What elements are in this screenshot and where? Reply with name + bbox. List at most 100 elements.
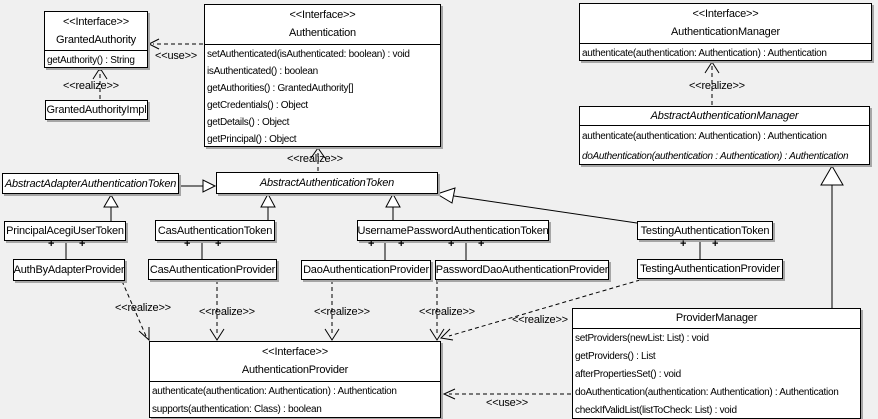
method-label: doAuthentication(authentication : Authen… [582, 151, 849, 162]
realize-label: <<realize>> [419, 306, 475, 318]
association-plus-label: + [712, 238, 719, 250]
realize-arrow-icon [324, 328, 340, 341]
method-label: getPrincipal() : Object [207, 134, 297, 145]
class-name: PasswordDaoAuthenticationProvider [435, 264, 609, 276]
class-name: ProviderManager [675, 312, 758, 324]
class-name: AuthenticationProvider [241, 364, 349, 376]
realize-label: <<realize>> [512, 314, 568, 326]
class-box-abstract-authentication-manager: AbstractAuthenticationManager authentica… [579, 106, 870, 165]
class-box-password-dao-authentication-provider: PasswordDaoAuthenticationProvider [435, 260, 609, 280]
stereotype-label: <<Interface>> [692, 8, 759, 20]
association-plus-label: + [680, 238, 687, 250]
class-box-testing-authentication-provider: TestingAuthenticationProvider [637, 259, 783, 279]
stereotype-label: <<Interface>> [289, 9, 356, 21]
class-box-testing-authentication-token: TestingAuthenticationToken [637, 221, 773, 240]
association-edges [65, 240, 701, 260]
realize-arrow-icon [704, 61, 720, 74]
class-box-abstract-adapter-authentication-token: AbstractAdapterAuthenticationToken [2, 173, 179, 194]
generalization-arrow-icon [820, 165, 844, 186]
realize-arrow-icon [310, 147, 326, 159]
class-box-authentication-provider: <<Interface>> AuthenticationProvider aut… [149, 341, 441, 418]
method-label: setProviders(newList: List) : void [575, 333, 709, 344]
method-label: isAuthenticated() : boolean [207, 66, 318, 77]
class-name: DaoAuthenticationProvider [303, 264, 429, 276]
method-label: supports(authentication: Class) : boolea… [152, 404, 322, 415]
use-arrow-icon [442, 388, 456, 400]
realize-arrow-icon [439, 328, 454, 341]
method-label: afterPropertiesSet() : void [575, 369, 681, 380]
class-name: PrincipalAcegiUserToken [6, 225, 124, 237]
realize-label: <<realize>> [314, 306, 370, 318]
class-name: UsernamePasswordAuthenticationToken [357, 224, 549, 237]
class-box-abstract-authentication-token: AbstractAuthenticationToken [216, 172, 438, 194]
class-box-granted-authority: <<Interface>> GrantedAuthority getAuthor… [44, 11, 148, 68]
association-plus-label: + [184, 238, 191, 250]
stereotype-label: <<Interface>> [63, 16, 129, 28]
method-label: getAuthorities() : GrantedAuthority[] [207, 83, 354, 94]
generalization-arrow-icon [385, 192, 401, 208]
class-box-granted-authority-impl: GrantedAuthorityImpl [45, 100, 148, 120]
class-box-principal-acegi-user-token: PrincipalAcegiUserToken [4, 221, 126, 241]
class-box-authentication-manager: <<Interface>> AuthenticationManager auth… [579, 3, 872, 61]
association-plus-label: + [398, 238, 405, 250]
class-box-cas-authentication-provider: CasAuthenticationProvider [148, 259, 277, 280]
association-plus-label: + [48, 238, 55, 250]
class-name: AuthenticationManager [671, 26, 780, 38]
stereotype-label: <<Interface>> [262, 346, 328, 358]
association-plus-label: + [79, 238, 86, 250]
class-name: GrantedAuthority [56, 34, 136, 46]
generalization-arrow-icon [260, 192, 276, 208]
class-name: Authentication [289, 27, 356, 39]
class-name: AbstractAdapterAuthenticationToken [4, 177, 177, 190]
class-box-dao-authentication-provider: DaoAuthenticationProvider [301, 260, 431, 280]
class-box-provider-manager: ProviderManager setProviders(newList: Li… [572, 308, 861, 419]
method-label: setAuthenticated(isAuthenticated: boolea… [207, 49, 410, 60]
method-label: authenticate(authentication: Authenticat… [152, 386, 397, 397]
use-label: <<use>> [155, 50, 198, 62]
class-name: CasAuthenticationProvider [149, 263, 276, 276]
class-name: AbstractAuthenticationManager [650, 110, 799, 122]
generalization-arrow-icon [202, 179, 217, 193]
method-label: getProviders() : List [575, 351, 656, 362]
realize-label: <<realize>> [63, 80, 119, 92]
class-box-authentication: <<Interface>> Authentication setAuthenti… [204, 4, 441, 147]
method-label: authenticate(authentication: Authenticat… [582, 131, 827, 142]
class-name: AbstractAuthenticationToken [259, 177, 395, 189]
use-arrow-icon [147, 38, 160, 50]
use-label: <<use>> [486, 397, 529, 409]
generalization-arrow-icon [103, 194, 119, 208]
class-name: TestingAuthenticationProvider [640, 263, 780, 275]
realize-label: <<realize>> [689, 80, 745, 92]
realize-arrow-icon [92, 67, 108, 80]
method-label: getAuthority() : String [47, 55, 135, 66]
association-plus-label: + [448, 238, 455, 250]
method-label: doAuthentication(authentication: Authent… [575, 387, 839, 398]
association-plus-label: + [478, 238, 485, 250]
method-label: authenticate(authentication: Authenticat… [582, 48, 827, 59]
class-name: AuthByAdapterProvider [13, 264, 125, 276]
class-name: TestingAuthenticationToken [640, 224, 770, 237]
realize-arrow-icon [429, 328, 445, 341]
association-plus-label: + [368, 238, 375, 250]
open-arrowheads [92, 38, 720, 400]
realize-arrow-icon [138, 327, 150, 342]
realize-label: <<realize>> [199, 306, 255, 318]
generalization-arrow-icon [435, 187, 456, 204]
realize-label: <<realize>> [287, 153, 343, 165]
association-plus-label: + [215, 238, 222, 250]
method-label: getCredentials() : Object [207, 100, 308, 111]
generalization-edges [103, 165, 844, 308]
method-label: getDetails() : Object [207, 117, 290, 128]
class-name: CasAuthenticationToken [157, 224, 273, 237]
generalization-line-testing [453, 195, 638, 224]
class-name: GrantedAuthorityImpl [46, 104, 147, 116]
realize-line-authbyadapterprovider [121, 280, 147, 337]
realize-arrow-icon [209, 328, 225, 341]
class-box-username-password-authentication-token: UsernamePasswordAuthenticationToken [357, 220, 549, 241]
dashed-edges [99, 43, 713, 395]
class-box-auth-by-adapter-provider: AuthByAdapterProvider [13, 259, 125, 281]
method-label: checkIfValidList(listToCheck: List) : vo… [575, 405, 737, 416]
class-box-cas-authentication-token: CasAuthenticationToken [155, 220, 275, 241]
